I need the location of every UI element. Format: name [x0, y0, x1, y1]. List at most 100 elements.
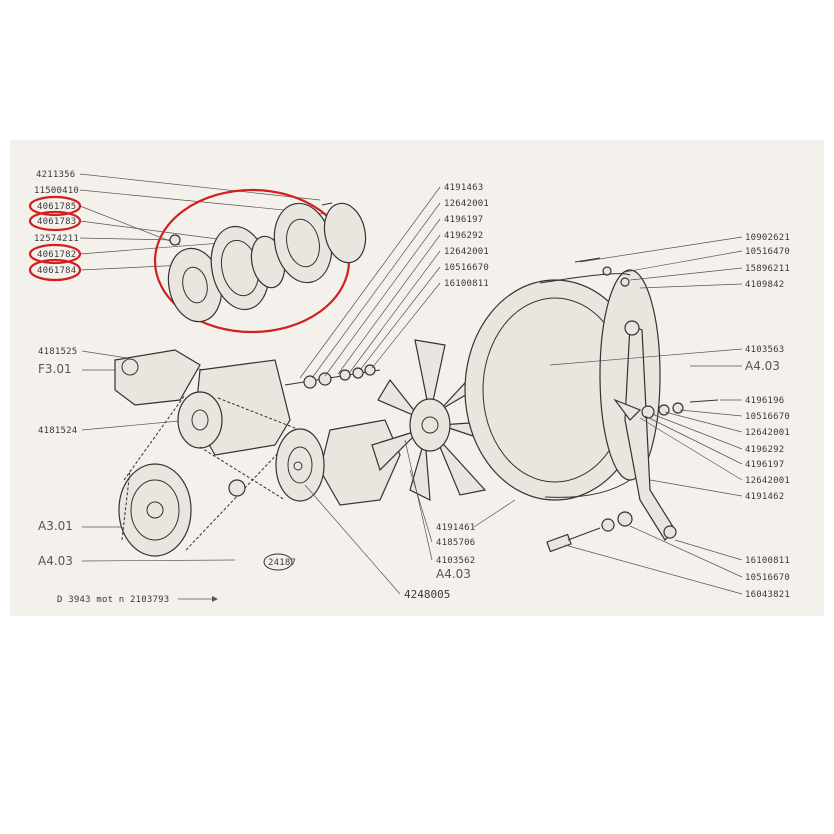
part-number: 4191461: [436, 523, 475, 533]
part-number: 4196197: [444, 215, 483, 225]
leader-line: [349, 250, 441, 373]
bolt: [321, 202, 333, 206]
leader-line: [639, 417, 743, 481]
leader-line: [644, 415, 743, 465]
highlight-oval: [28, 195, 82, 217]
fan-shroud: [464, 269, 677, 541]
right-lower-labels: 4196196 10516670 12642001 4196292 419619…: [639, 396, 790, 502]
hub: [323, 202, 367, 264]
flange-hole: [182, 266, 208, 304]
shroud-edge: [539, 273, 631, 498]
bracket-hole: [121, 358, 139, 376]
part-number: 4211356: [36, 170, 75, 180]
leader-line: [629, 267, 743, 281]
nut: [169, 234, 181, 246]
leader-line: [649, 479, 743, 497]
water-pump: 4248005: [275, 419, 450, 601]
part-number: 4248005: [404, 588, 450, 601]
center-hardware: [284, 364, 381, 389]
left-mid-labels: 4181525 F3.01 4181524 A3.01 A4.03: [38, 347, 236, 568]
right-bottom-labels: 16100811 10516670 16043821: [546, 511, 790, 600]
part-number: 10516670: [444, 263, 489, 273]
part-number: 16100811: [745, 556, 790, 566]
part-number: 12574211: [34, 234, 79, 244]
leader-line: [409, 469, 433, 543]
alternator-pulley-hub: [191, 409, 209, 431]
part-number: 4103563: [745, 345, 784, 355]
leader-line: [311, 202, 441, 379]
pump-pulley-rim: [287, 446, 313, 484]
part-number: 4061782: [37, 250, 76, 260]
part-number: 4196292: [745, 445, 784, 455]
ref-label: A4.03: [745, 359, 780, 373]
part-number: 4196196: [745, 396, 784, 406]
part-number: 4196292: [444, 231, 483, 241]
highlight-oval: [28, 243, 82, 265]
leader-line: [674, 539, 743, 561]
leader-line: [299, 186, 441, 379]
alternator-pulley: [177, 391, 223, 449]
right-top-labels: 10902621 10516470 15896211 4109842: [574, 233, 790, 290]
leader-line: [81, 419, 191, 431]
fan-labels: 4191461 4185706 4103562 A4.03: [404, 439, 516, 581]
bolt-shank: [567, 527, 601, 541]
leader-line: [473, 499, 516, 528]
part-number: 4061783: [37, 217, 76, 227]
part-number: 4061785: [37, 202, 76, 212]
part-number: 12642001: [444, 199, 489, 209]
leader-line: [371, 282, 441, 369]
leader-line: [79, 220, 226, 241]
part-number: 4191463: [444, 183, 483, 193]
part-number: 4185706: [436, 538, 475, 548]
fan-blade: [434, 434, 487, 496]
highlight-oval: [28, 258, 82, 282]
crank-pulley: [118, 463, 192, 557]
part-number: 12642001: [745, 476, 790, 486]
clip: [602, 266, 612, 276]
part-number: 10516670: [745, 573, 790, 583]
bolt-head: [546, 533, 572, 553]
part-number: 12642001: [745, 428, 790, 438]
part-number: 10902621: [745, 233, 790, 243]
part-number: 10516670: [745, 412, 790, 422]
ref-label: F3.01: [38, 362, 72, 376]
leader-line: [651, 413, 743, 450]
part-number: 4109842: [745, 280, 784, 290]
fan-blade: [414, 339, 446, 416]
leader-line: [579, 236, 743, 263]
leader-line: [549, 348, 743, 366]
arrow-head: [212, 596, 218, 602]
shaft-bolt: [284, 369, 381, 386]
pulley-rim: [286, 218, 320, 268]
fan-blade: [377, 378, 421, 419]
center-top-labels: 4191463 12642001 4196197 4196292 1264200…: [299, 183, 489, 379]
fan-hub: [409, 398, 451, 452]
part-number: 4103562: [436, 556, 475, 566]
pump-pulley-hub: [293, 461, 303, 471]
part-number: 12642001: [444, 247, 489, 257]
pulley-plates: [167, 202, 367, 323]
leader-line: [79, 264, 186, 271]
leader-line: [359, 266, 441, 371]
right-mid-labels: 4103563 A4.03: [549, 345, 784, 373]
washer: [672, 402, 684, 414]
stamp-oval: [263, 553, 293, 571]
fan-hub-center: [421, 416, 439, 434]
part-number: 4181525: [38, 347, 77, 357]
highlight-oval: [28, 210, 82, 232]
bracket: [114, 349, 201, 406]
leader-line: [304, 484, 401, 595]
bracket-tab: [613, 398, 642, 421]
bracket-eye: [663, 525, 677, 539]
crank-pulley-hub: [146, 501, 164, 519]
leader-line: [79, 205, 181, 246]
part-number: 4061784: [37, 266, 76, 276]
bolt: [574, 257, 601, 263]
part-number: 16100811: [444, 279, 489, 289]
ref-label: A4.03: [436, 567, 471, 581]
washer: [303, 375, 317, 389]
bracket-eye: [624, 320, 640, 336]
part-number: 4191462: [745, 492, 784, 502]
pump-pulley: [275, 428, 325, 502]
